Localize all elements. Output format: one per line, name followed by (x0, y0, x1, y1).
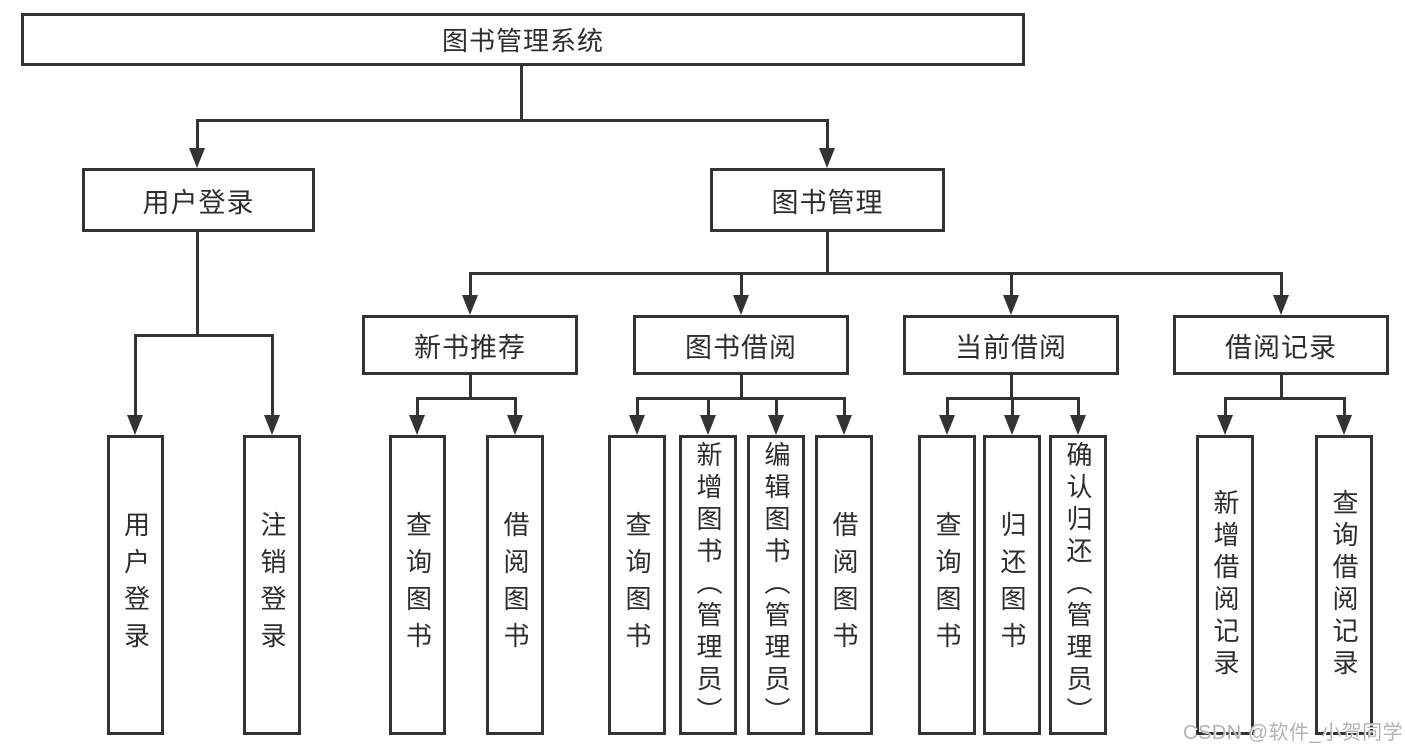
arrowhead-icon (629, 415, 645, 435)
connector-level3-drop (1010, 272, 1013, 297)
leaf-label: 借阅图书 (500, 511, 530, 659)
leaf-label: 查询图书 (402, 511, 433, 659)
leaf-label: 新增图书（管理员） (693, 441, 723, 729)
connector-leaf-drop (946, 397, 949, 418)
arrowhead-icon (836, 415, 852, 435)
leaf-add-borrow-record: 新增借阅记录 (1196, 435, 1254, 735)
connector-leaf-drop (775, 397, 778, 418)
leaf-label: 查询借阅记录 (1329, 489, 1359, 681)
connector-group-bar (1224, 397, 1346, 400)
arrowhead-icon (1070, 415, 1086, 435)
leaf-logout: 注销登录 (243, 435, 301, 735)
connector-group-down (1280, 373, 1283, 399)
arrowhead-icon (127, 415, 143, 435)
connector-group-bar (636, 397, 846, 400)
arrowhead-icon (733, 295, 749, 315)
node-user-login: 用户登录 (82, 168, 315, 232)
arrowhead-icon (1273, 295, 1289, 315)
leaf-label: 注销登录 (257, 511, 287, 659)
connector-leaf-drop (271, 334, 274, 417)
connector-book-mgmt-drop (826, 119, 829, 150)
connector-leaf-drop (416, 397, 419, 418)
leaf-label: 查询图书 (932, 511, 962, 659)
connector-leaf-drop (134, 334, 137, 417)
node-root: 图书管理系统 (21, 13, 1025, 66)
arrowhead-icon (1217, 415, 1233, 435)
arrowhead-icon (1004, 415, 1020, 435)
connector-leaf-drop (514, 397, 517, 418)
leaf-label: 确认归还（管理员） (1063, 441, 1093, 729)
node-borrow-records: 借阅记录 (1173, 315, 1389, 375)
arrowhead-icon (409, 415, 425, 435)
connector-level3-drop (740, 272, 743, 297)
leaf-query-books-2: 查询图书 (608, 435, 666, 735)
connector-level3-drop (469, 272, 472, 297)
connector-root-drop (520, 65, 523, 121)
node-book-borrow: 图书借阅 (633, 315, 849, 375)
connector-user-login-bar (134, 334, 274, 337)
leaf-label: 新增借阅记录 (1210, 489, 1240, 681)
leaf-confirm-return-admin: 确认归还（管理员） (1049, 435, 1107, 735)
arrowhead-icon (462, 295, 478, 315)
arrowhead-icon (819, 148, 835, 168)
connector-leaf-drop (636, 397, 639, 418)
connector-group-down (469, 373, 472, 399)
connector-user-login-down (196, 230, 199, 336)
connector-leaf-drop (843, 397, 846, 418)
connector-group-down (740, 373, 743, 399)
connector-group-down (1010, 373, 1013, 399)
arrowhead-icon (507, 415, 523, 435)
connector-leaf-drop (707, 397, 710, 418)
leaf-query-books-1: 查询图书 (389, 435, 446, 735)
connector-book-mgmt-down (826, 230, 829, 274)
leaf-add-books-admin: 新增图书（管理员） (679, 435, 737, 735)
leaf-edit-books-admin: 编辑图书（管理员） (747, 435, 805, 735)
arrowhead-icon (700, 415, 716, 435)
node-new-book-recommend: 新书推荐 (362, 315, 578, 375)
connector-level3-bar (469, 272, 1282, 275)
node-book-management: 图书管理 (710, 168, 945, 232)
leaf-borrow-books-2: 借阅图书 (815, 435, 873, 735)
connector-leaf-drop (1077, 397, 1080, 418)
leaf-label: 查询图书 (622, 511, 652, 659)
leaf-return-books: 归还图书 (983, 435, 1041, 735)
connector-leaf-drop (1011, 397, 1014, 418)
arrowhead-icon (189, 148, 205, 168)
node-current-borrow: 当前借阅 (903, 315, 1119, 375)
connector-level3-drop (1280, 272, 1283, 297)
leaf-label: 借阅图书 (829, 511, 859, 659)
arrowhead-icon (939, 415, 955, 435)
arrowhead-icon (264, 415, 280, 435)
connector-user-login-drop (196, 119, 199, 150)
connector-group-bar (416, 397, 517, 400)
leaf-label: 用户登录 (120, 511, 151, 659)
arrowhead-icon (1003, 295, 1019, 315)
connector-leaf-drop (1343, 397, 1346, 418)
arrowhead-icon (1336, 415, 1352, 435)
leaf-label: 编辑图书（管理员） (761, 441, 791, 729)
leaf-label: 归还图书 (997, 511, 1027, 659)
arrowhead-icon (768, 415, 784, 435)
leaf-user-login: 用户登录 (107, 435, 164, 735)
connector-level2-bar (196, 119, 829, 122)
connector-leaf-drop (1224, 397, 1227, 418)
leaf-borrow-books-1: 借阅图书 (486, 435, 544, 735)
leaf-query-borrow-record: 查询借阅记录 (1315, 435, 1373, 735)
csdn-watermark: CSDN @软件_小贺同学 (1183, 722, 1404, 744)
leaf-query-books-3: 查询图书 (918, 435, 976, 735)
